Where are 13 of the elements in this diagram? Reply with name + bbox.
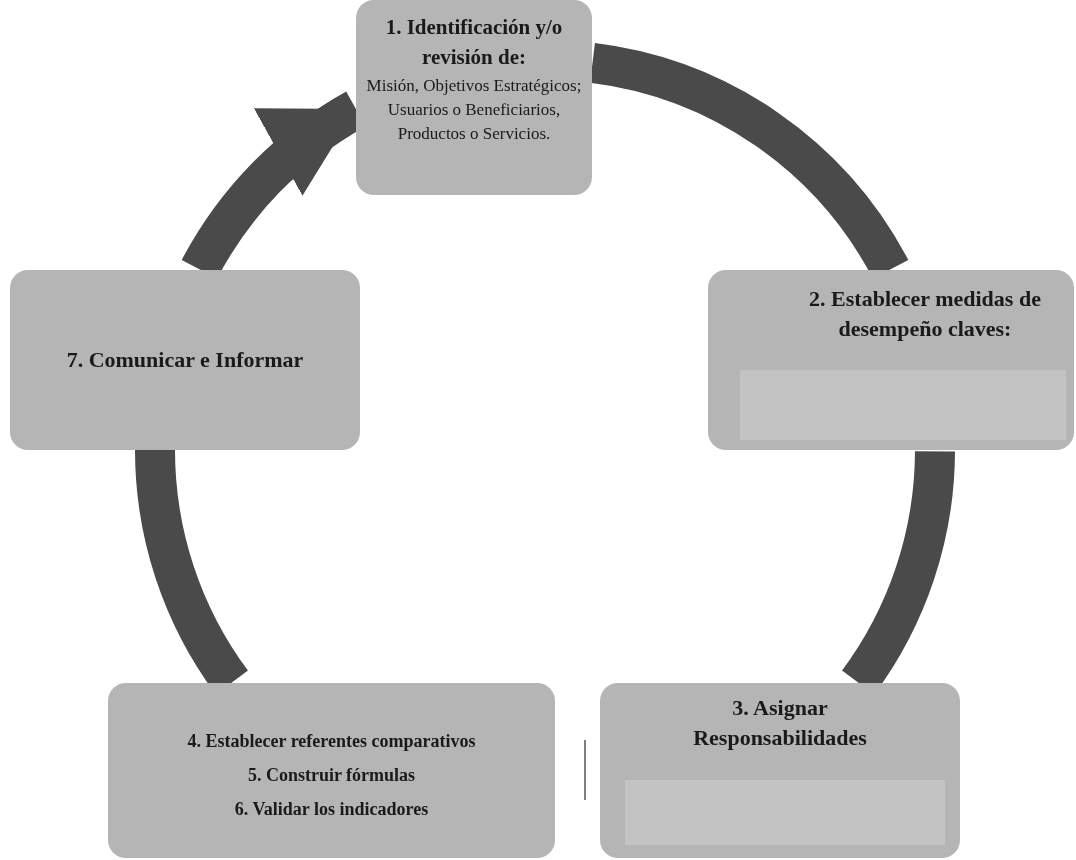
- step-box: [356, 0, 592, 195]
- step-box: [600, 683, 960, 858]
- step-box: [108, 683, 555, 858]
- step-label: 7. Comunicar e Informar: [66, 346, 304, 374]
- step-box: [10, 270, 360, 450]
- step-label: 2. Establecer medidas de desempeño claves:: [808, 285, 1042, 343]
- step-label: 3. Asignar Responsabilidades: [692, 694, 868, 752]
- step-heading: 1. Identificación y/o revisión de:: [384, 14, 564, 71]
- step-description: Misión, Objetivos Estratégicos; Usuarios o Beneficiarios, Productos o Servicios.: [365, 75, 583, 145]
- step-box: [708, 270, 1074, 450]
- step-label: 6. Validar los indicadores: [234, 797, 429, 820]
- step-label: 5. Construir fórmulas: [247, 763, 416, 786]
- step-label: 4. Establecer referentes comparativos: [187, 729, 476, 752]
